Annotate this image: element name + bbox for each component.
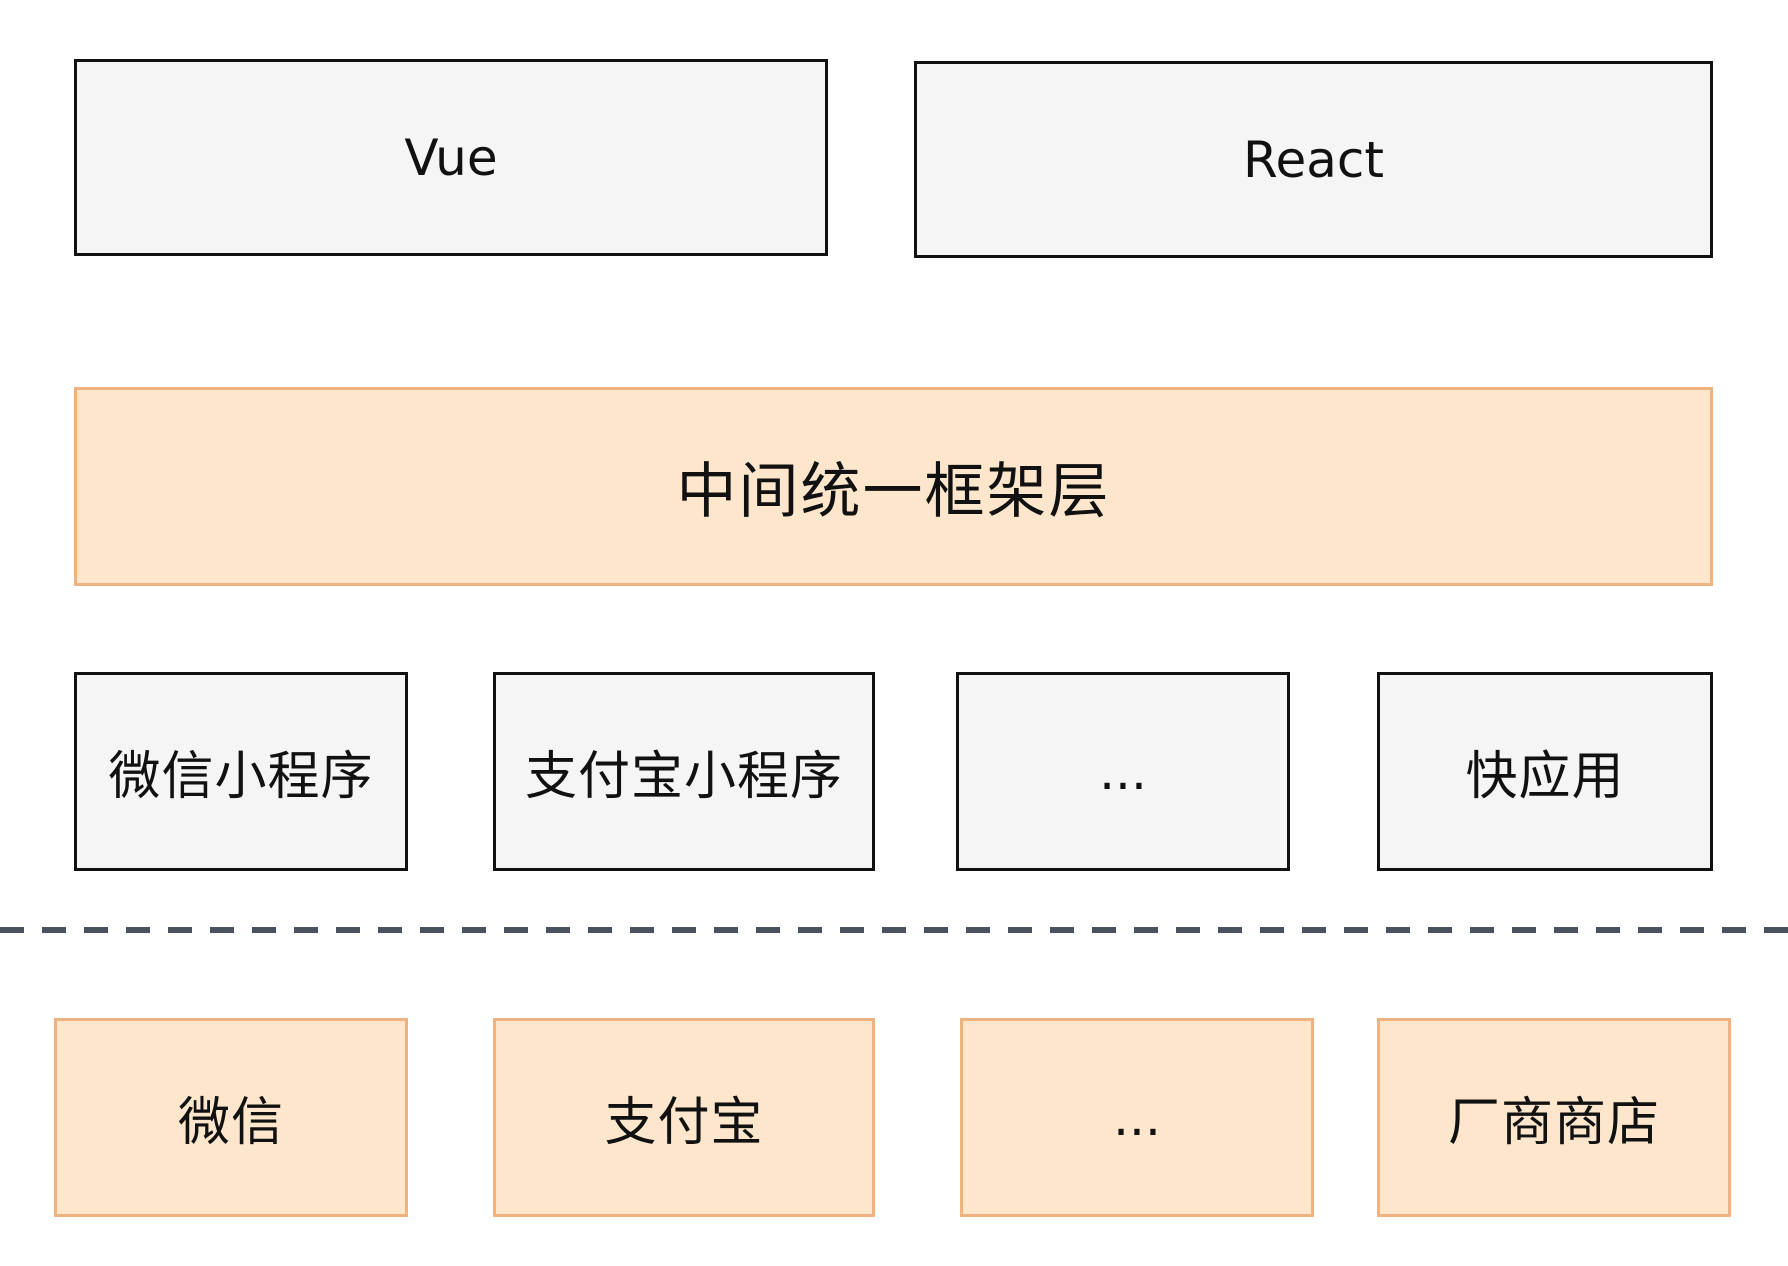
more-hosts-box: ...	[960, 1018, 1314, 1217]
more-hosts-label: ...	[1113, 1088, 1161, 1147]
react-box: React	[914, 61, 1713, 258]
vendor-store-box: 厂商商店	[1377, 1018, 1731, 1217]
wechat-host-label: 微信	[177, 1093, 284, 1153]
wechat-host-box: 微信	[54, 1018, 408, 1217]
wechat-mini-program-box: 微信小程序	[74, 672, 408, 871]
quick-app-box: 快应用	[1377, 672, 1713, 871]
wechat-mini-program-label: 微信小程序	[108, 747, 374, 807]
more-mini-programs-label: ...	[1099, 742, 1147, 801]
more-mini-programs-box: ...	[956, 672, 1290, 871]
alipay-mini-program-label: 支付宝小程序	[524, 747, 843, 807]
react-label: React	[1243, 130, 1384, 189]
layer-divider-dashed-line	[0, 927, 1788, 933]
vendor-store-label: 厂商商店	[1447, 1093, 1660, 1153]
alipay-mini-program-box: 支付宝小程序	[493, 672, 875, 871]
alipay-host-label: 支付宝	[604, 1093, 764, 1153]
quick-app-label: 快应用	[1465, 747, 1625, 807]
vue-box: Vue	[74, 59, 828, 256]
alipay-host-box: 支付宝	[493, 1018, 875, 1217]
unified-framework-layer-box: 中间统一框架层	[74, 387, 1713, 586]
vue-label: Vue	[404, 128, 498, 187]
unified-framework-layer-label: 中间统一框架层	[676, 457, 1111, 527]
